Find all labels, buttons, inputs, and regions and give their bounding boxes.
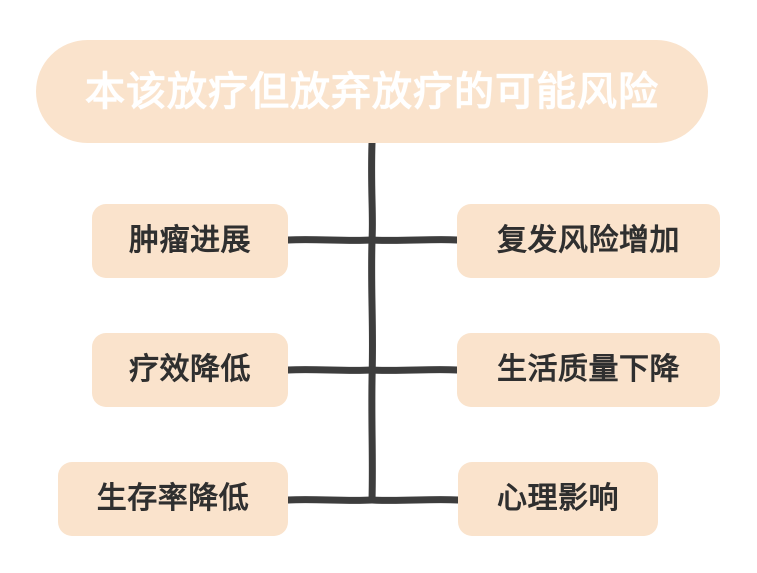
branch-node-right-1-label: 复发风险增加 [497,224,680,257]
branch-node-right-2[interactable]: 生活质量下降 [457,333,720,407]
branch-connector-right-2 [368,366,461,374]
branch-connector-right-1 [368,236,461,244]
branch-node-left-3[interactable]: 生存率降低 [58,462,288,536]
branch-node-right-3-label: 心理影响 [497,482,619,515]
branch-node-right-3[interactable]: 心理影响 [458,462,658,536]
branch-node-left-3-label: 生存率降低 [96,482,250,515]
branch-connector-left-3 [284,496,376,504]
root-node-label: 本该放疗但放弃放疗的可能风险 [85,69,659,114]
root-node[interactable]: 本该放疗但放弃放疗的可能风险 [36,40,708,143]
branch-node-left-1[interactable]: 肿瘤进展 [92,204,288,278]
trunk-connector [368,139,377,504]
branch-connector-left-2 [284,366,376,374]
branch-node-left-1-label: 肿瘤进展 [129,224,251,257]
branch-connector-right-3 [368,496,462,504]
branch-node-right-1[interactable]: 复发风险增加 [457,204,720,278]
branch-node-right-2-label: 生活质量下降 [497,353,680,386]
branch-node-left-2[interactable]: 疗效降低 [92,333,288,407]
branch-node-left-2-label: 疗效降低 [129,353,251,386]
branch-connector-left-1 [284,236,376,244]
